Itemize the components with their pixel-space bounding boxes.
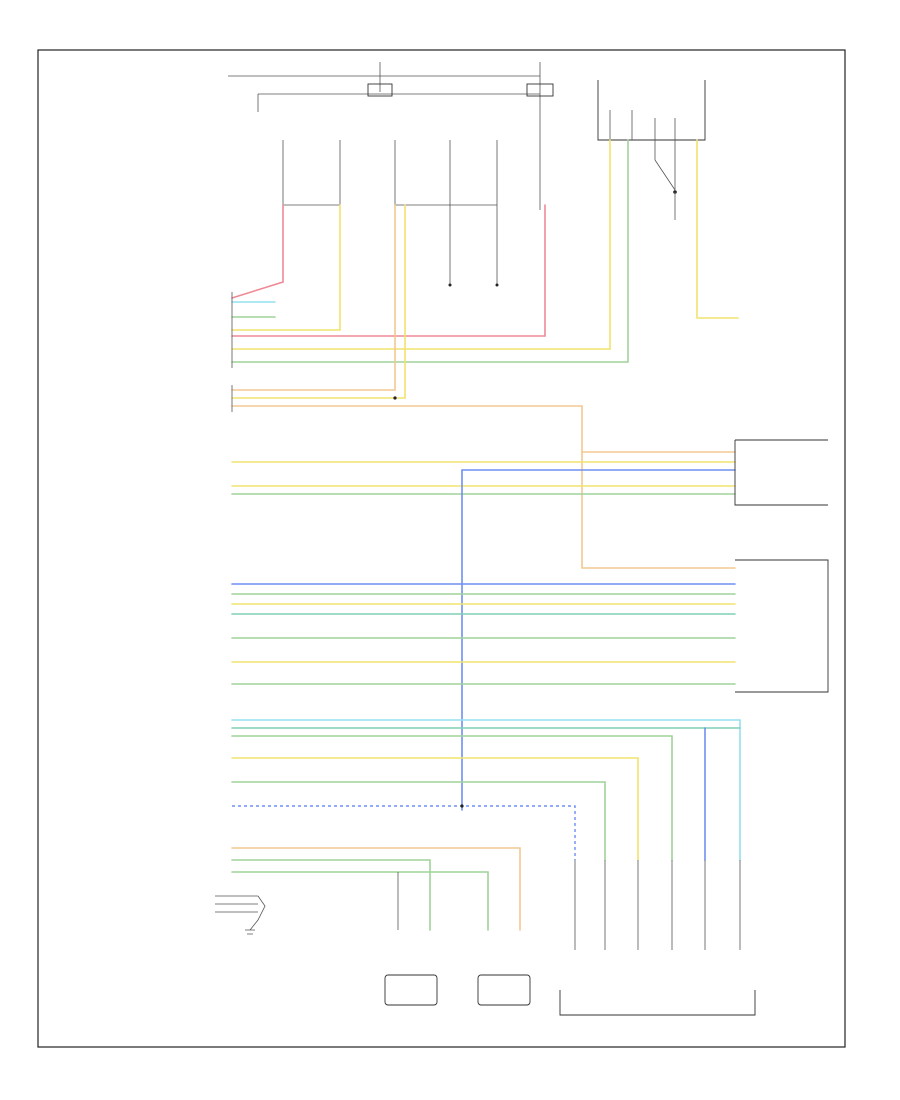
wire-green-7 — [231, 735, 673, 861]
wire-yellow-shift — [696, 139, 739, 319]
fuse-box-b — [526, 83, 554, 97]
speed-sensor-wires — [231, 847, 531, 1006]
wire-orange-1 — [231, 204, 396, 391]
wire-yellow-3 — [231, 204, 406, 399]
shift-lever-assembly — [597, 80, 706, 220]
ground-splice — [215, 895, 266, 935]
wire-blue-dashed — [232, 805, 576, 860]
solenoid-module-bracket — [735, 559, 829, 693]
wire-blue-1 — [461, 469, 736, 811]
wire-green-1 — [231, 139, 629, 363]
top-fuse-section — [228, 62, 554, 287]
pressure-switch-bracket — [734, 439, 828, 506]
wire-red — [231, 204, 546, 337]
wire-green-10 — [231, 871, 489, 931]
transmission-range-sensor — [559, 860, 756, 1016]
wire-lightblue-2 — [231, 719, 741, 861]
fuse-box-a — [367, 83, 393, 97]
wire-green-8 — [231, 781, 606, 861]
upper-wires — [231, 139, 739, 569]
input-speed-sensor — [384, 974, 438, 1006]
middle-wires — [231, 439, 828, 811]
wire-orange-4 — [231, 847, 521, 931]
output-speed-sensor — [477, 974, 531, 1006]
lower-wires — [231, 719, 741, 861]
solenoid-wires — [231, 559, 829, 693]
diagram-frame — [37, 49, 846, 1048]
wire-yellow-1 — [231, 204, 341, 331]
wire-yellow-8 — [231, 757, 639, 861]
wire-yellow-2 — [231, 139, 611, 350]
wire-orange-2 — [231, 405, 736, 569]
wire-green-9 — [231, 859, 431, 931]
